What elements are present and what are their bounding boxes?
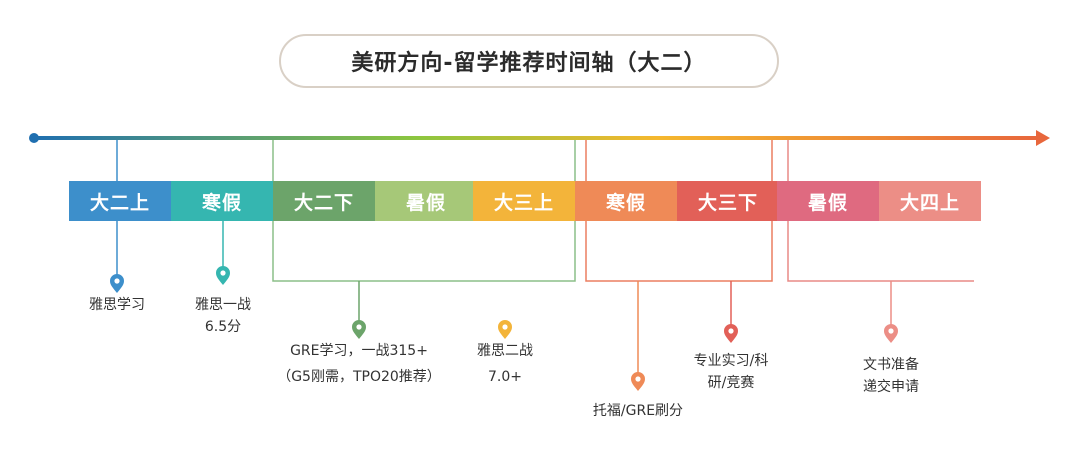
title-pill: 美研方向-留学推荐时间轴（大二） [279,34,779,88]
segment-winter-break-2: 寒假 [575,181,677,221]
axis-arrow-icon [1036,130,1050,146]
segment-label: 寒假 [605,191,646,214]
segment-label: 大四上 [899,191,960,214]
segment-sophomore-fall: 大二上 [69,181,171,221]
milestone-line: 研/竞赛 [707,375,755,391]
milestone-line: 递交申请 [863,379,919,395]
segment-label: 大三下 [697,191,758,214]
milestone-internship-research: 专业实习/科 研/竞赛 [676,350,786,394]
segment-summer-break-1: 暑假 [375,181,477,221]
segment-junior-spring: 大三下 [677,181,779,221]
milestone-essay-application: 文书准备 递交申请 [836,354,946,398]
segment-label: 寒假 [201,191,242,214]
segment-sophomore-spring: 大二下 [273,181,375,221]
segment-summer-break-2: 暑假 [777,181,879,221]
milestone-line: （G5刚需，TPO20推荐） [277,369,441,385]
milestone-line: 6.5分 [204,319,242,335]
milestone-line: 文书准备 [863,357,919,373]
page-title: 美研方向-留学推荐时间轴（大二） [351,51,707,76]
milestone-line: 托福/GRE刷分 [592,403,684,419]
segment-senior-fall: 大四上 [879,181,981,221]
milestone-line: 7.0+ [488,369,522,385]
segment-label: 暑假 [405,191,446,214]
milestone-ielts-second-attempt: 雅思二战 7.0+ [455,338,555,390]
segment-label: 大二下 [293,191,354,214]
milestone-ielts-study: 雅思学习 [67,294,167,316]
milestone-line: 雅思一战 [195,297,251,313]
segment-label: 大三上 [493,191,554,214]
milestone-line: 雅思二战 [477,343,533,359]
milestone-gre-study: GRE学习，一战315+ （G5刚需，TPO20推荐） [254,338,464,390]
milestone-line: 雅思学习 [89,297,145,313]
segment-winter-break-1: 寒假 [171,181,273,221]
segment-junior-fall: 大三上 [473,181,575,221]
milestone-line: GRE学习，一战315+ [290,343,428,359]
milestone-ielts-first-attempt: 雅思一战 6.5分 [173,294,273,338]
milestone-toefl-gre-retake: 托福/GRE刷分 [568,400,708,422]
segment-label: 暑假 [807,191,848,214]
segment-label: 大二上 [89,191,150,214]
milestone-line: 专业实习/科 [693,353,769,369]
time-axis-line [34,136,1038,140]
